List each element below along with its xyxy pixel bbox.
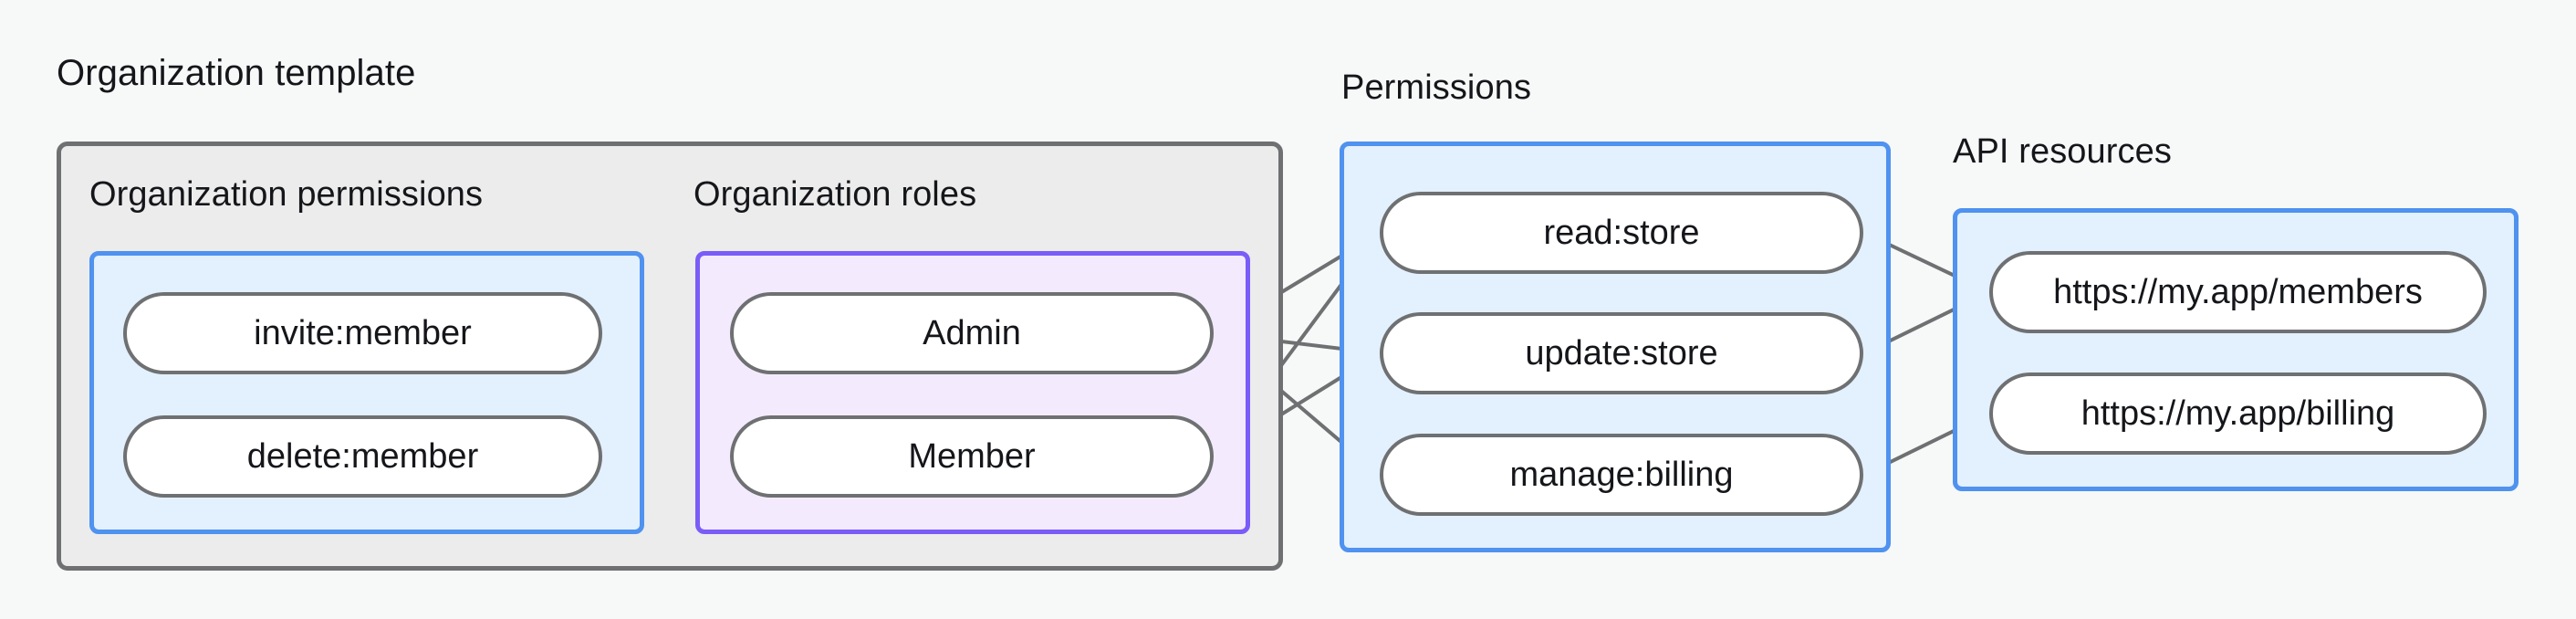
node-invite-member[interactable]: invite:member [123,292,602,374]
node-label-admin: Admin [923,313,1021,352]
node-label-read-store: read:store [1543,213,1700,252]
group-label-organization-roles: Organization roles [694,175,977,214]
group-label-organization-permissions: Organization permissions [89,175,484,214]
node-label-delete-member: delete:member [246,436,479,476]
node-label-update-store: update:store [1525,333,1718,372]
node-update-store[interactable]: update:store [1380,312,1863,394]
node-delete-member[interactable]: delete:member [123,415,602,498]
node-label-manage-billing: manage:billing [1509,455,1734,494]
node-label-billing-url: https://my.app/billing [2081,393,2395,433]
node-label-member: Member [908,436,1036,476]
node-read-store[interactable]: read:store [1380,192,1863,274]
node-member[interactable]: Member [730,415,1214,498]
group-label-organization-template: Organization template [57,53,416,93]
group-label-api-resources: API resources [1953,132,2172,171]
node-manage-billing[interactable]: manage:billing [1380,434,1863,516]
node-members-url[interactable]: https://my.app/members [1989,251,2487,333]
node-billing-url[interactable]: https://my.app/billing [1989,372,2487,455]
node-label-invite-member: invite:member [254,313,472,352]
node-admin[interactable]: Admin [730,292,1214,374]
node-label-members-url: https://my.app/members [2053,272,2423,311]
group-label-permissions: Permissions [1341,68,1532,107]
